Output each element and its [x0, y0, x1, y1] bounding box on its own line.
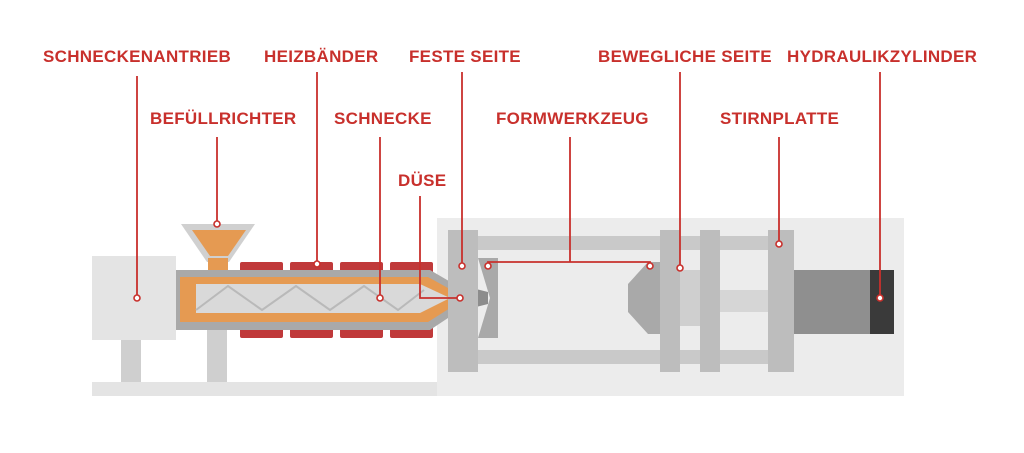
fixed-mold-half — [478, 258, 498, 338]
label-befuellrichter: BEFÜLLRICHTER — [150, 109, 297, 128]
label-schnecke: SCHNECKE — [334, 109, 432, 128]
marker-hydraulikzylinder-icon — [876, 294, 884, 302]
label-formwerkzeug: FORMWERKZEUG — [496, 109, 649, 128]
label-duese: DÜSE — [398, 171, 446, 190]
marker-formwerkzeug-right-icon — [646, 262, 654, 270]
fixed-platen — [448, 230, 478, 372]
label-heizbaender: HEIZBÄNDER — [264, 47, 378, 66]
label-bewegliche-seite: BEWEGLICHE SEITE — [598, 47, 772, 66]
label-stirnplatte: STIRNPLATTE — [720, 109, 839, 128]
marker-schneckenantrieb-icon — [133, 294, 141, 302]
marker-befuellrichter-icon — [213, 220, 221, 228]
screw-flights — [195, 284, 425, 312]
hydraulic-cylinder-body — [794, 270, 870, 334]
moving-platen-back — [700, 230, 720, 372]
support-leg-left — [121, 340, 141, 382]
piston-rod — [720, 290, 772, 312]
marker-bewegliche-seite-icon — [676, 264, 684, 272]
screw-shaft — [196, 284, 450, 313]
marker-formwerkzeug-left-icon — [484, 262, 492, 270]
pointer-markers — [133, 220, 884, 302]
hopper-granulate — [192, 230, 246, 256]
marker-heizbaender-icon — [313, 260, 321, 268]
end-plate — [768, 230, 794, 372]
marker-feste-seite-icon — [458, 262, 466, 270]
label-feste-seite: FESTE SEITE — [409, 47, 521, 66]
moving-platen-front — [660, 230, 680, 372]
moving-platen-bridge — [680, 270, 700, 326]
label-hydraulikzylinder: HYDRAULIKZYLINDER — [787, 47, 977, 66]
hydraulic-cylinder-cap — [870, 270, 894, 334]
base-platform-left — [92, 382, 442, 396]
support-leg-right — [207, 322, 227, 382]
marker-schnecke-icon — [376, 294, 384, 302]
marker-stirnplatte-icon — [775, 240, 783, 248]
marker-duese-icon — [456, 294, 464, 302]
label-schneckenantrieb: SCHNECKENANTRIEB — [43, 47, 231, 66]
tie-bar-bottom — [448, 350, 790, 364]
moving-mold-half — [628, 262, 660, 334]
tie-bar-top — [448, 236, 790, 250]
